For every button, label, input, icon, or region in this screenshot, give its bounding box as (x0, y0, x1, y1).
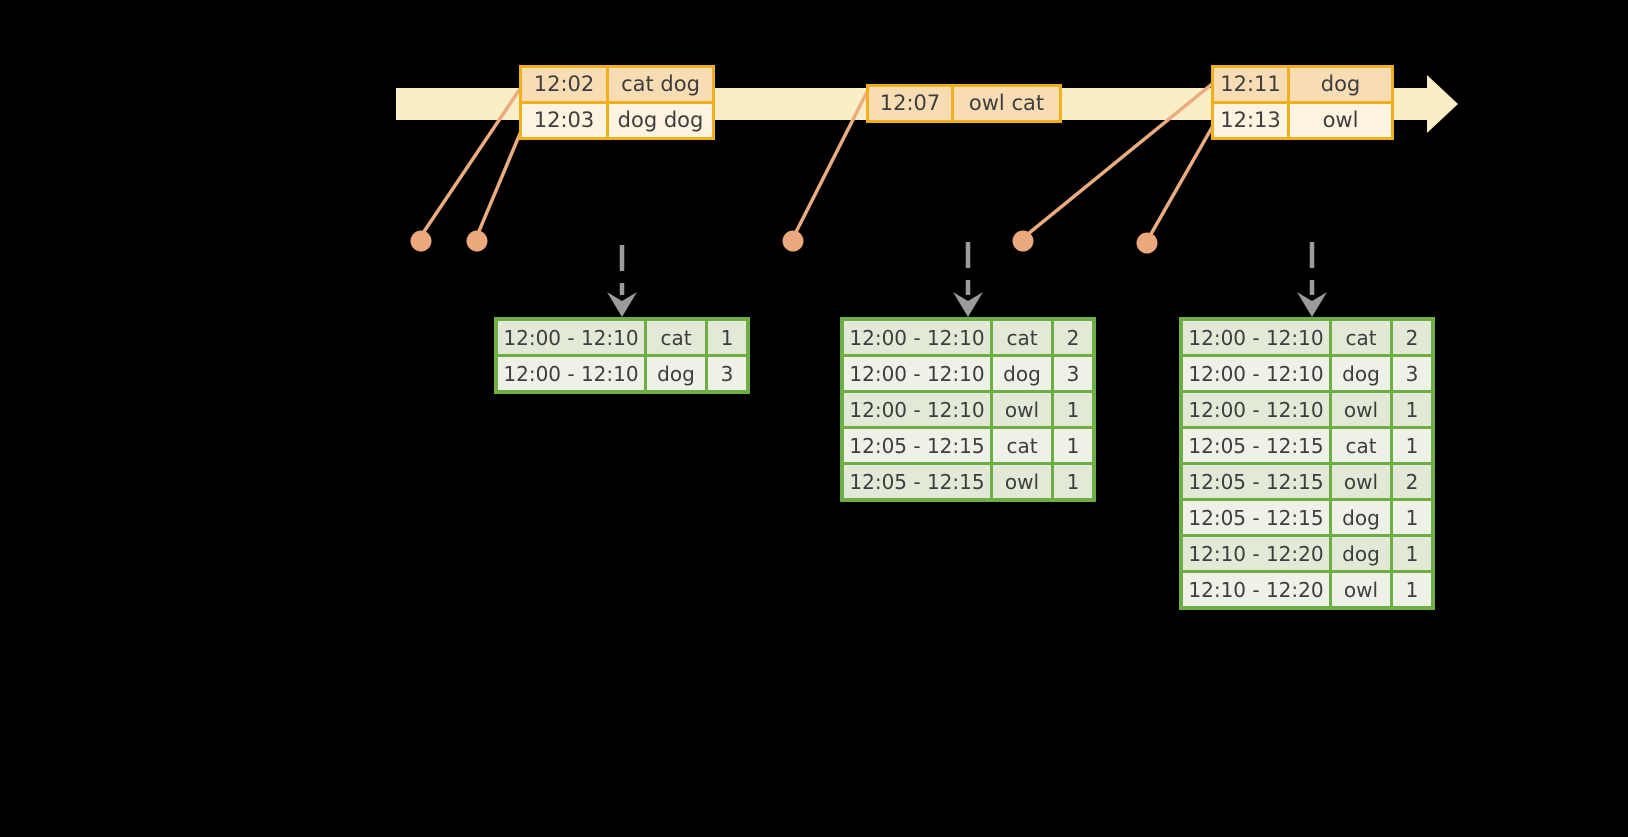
event-dots (410, 230, 1158, 254)
result-window: 12:00 - 12:10 (1183, 393, 1329, 426)
result-count: 2 (1054, 321, 1092, 354)
result-word: cat (993, 429, 1051, 462)
result-word: dog (647, 357, 705, 390)
event-dot (410, 230, 432, 252)
result-count: 1 (1393, 429, 1431, 462)
event-connector-line (1145, 123, 1216, 242)
result-word: dog (1332, 501, 1390, 534)
result-window: 12:05 - 12:15 (1183, 429, 1329, 462)
event-words: owl cat (954, 87, 1059, 120)
event-words: dog dog (609, 104, 712, 137)
event-dot (782, 230, 804, 252)
result-word: dog (1332, 537, 1390, 570)
event-time: 12:13 (1214, 104, 1287, 137)
result-count: 1 (1054, 393, 1092, 426)
result-window: 12:00 - 12:10 (498, 357, 644, 390)
result-window: 12:05 - 12:15 (844, 429, 990, 462)
result-window: 12:00 - 12:10 (1183, 357, 1329, 390)
result-count: 3 (1054, 357, 1092, 390)
event-words: cat dog (609, 68, 712, 101)
result-word: owl (993, 465, 1051, 498)
result-count: 1 (1054, 465, 1092, 498)
event-connector-line (1021, 82, 1214, 240)
result-window: 12:05 - 12:15 (1183, 465, 1329, 498)
result-window: 12:00 - 12:10 (844, 393, 990, 426)
event-connector-lines (419, 82, 1216, 242)
result-window: 12:00 - 12:10 (844, 357, 990, 390)
trigger-arrow-head-icon (953, 292, 983, 317)
event-words: owl (1290, 104, 1391, 137)
event-dot (1136, 232, 1158, 254)
result-count: 3 (1393, 357, 1431, 390)
event-time: 12:11 (1214, 68, 1287, 101)
result-word: cat (1332, 321, 1390, 354)
result-count: 1 (1054, 429, 1092, 462)
trigger-arrow-head-icon (607, 292, 637, 317)
result-word: cat (1332, 429, 1390, 462)
result-word: cat (993, 321, 1051, 354)
result-window: 12:05 - 12:15 (1183, 501, 1329, 534)
event-connector-line (475, 123, 526, 237)
result-word: owl (1332, 393, 1390, 426)
result-word: owl (1332, 465, 1390, 498)
event-time: 12:02 (522, 68, 606, 101)
event-dot (1012, 230, 1034, 252)
event-words: dog (1290, 68, 1391, 101)
result-window: 12:00 - 12:10 (1183, 321, 1329, 354)
result-count: 2 (1393, 321, 1431, 354)
result-count: 1 (1393, 393, 1431, 426)
result-count: 1 (1393, 573, 1431, 606)
trigger-arrows (607, 242, 1327, 317)
result-count: 3 (708, 357, 746, 390)
event-time: 12:03 (522, 104, 606, 137)
result-word: dog (993, 357, 1051, 390)
result-word: owl (1332, 573, 1390, 606)
result-count: 1 (1393, 501, 1431, 534)
result-window: 12:10 - 12:20 (1183, 573, 1329, 606)
result-count: 1 (1393, 537, 1431, 570)
result-window: 12:00 - 12:10 (498, 321, 644, 354)
result-window: 12:10 - 12:20 (1183, 537, 1329, 570)
result-count: 1 (708, 321, 746, 354)
event-time: 12:07 (869, 87, 951, 120)
result-word: dog (1332, 357, 1390, 390)
result-count: 2 (1393, 465, 1431, 498)
result-word: owl (993, 393, 1051, 426)
event-connector-line (419, 85, 524, 237)
event-connector-line (791, 89, 870, 239)
result-window: 12:00 - 12:10 (844, 321, 990, 354)
result-word: cat (647, 321, 705, 354)
result-window: 12:05 - 12:15 (844, 465, 990, 498)
event-dot (466, 230, 488, 252)
trigger-arrow-head-icon (1297, 292, 1327, 317)
